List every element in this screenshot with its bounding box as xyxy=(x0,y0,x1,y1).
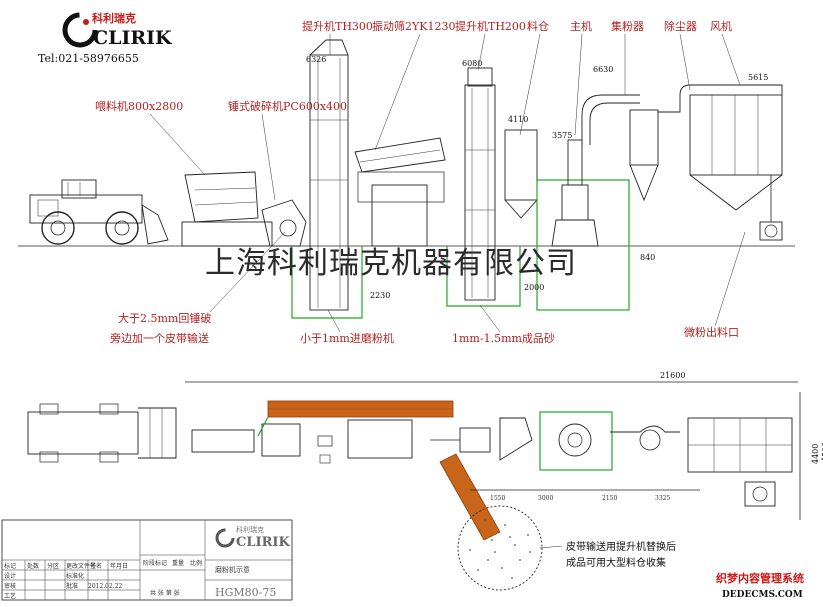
dim-4110: 4110 xyxy=(508,115,528,124)
return-arrow xyxy=(257,416,269,437)
site-watermark-en: DEDECMS.COM xyxy=(722,590,803,600)
tb-process: 工艺 xyxy=(4,592,16,600)
dim-3575: 3575 xyxy=(552,131,572,140)
leader-lines xyxy=(149,33,741,201)
dim-4400: 4400 xyxy=(811,444,820,464)
tb-design: 设计 xyxy=(4,572,16,580)
label-main-mill: 主机 xyxy=(570,19,592,33)
vibrating-feeder xyxy=(181,171,273,247)
label-fan: 风机 xyxy=(710,19,732,33)
tb-approve: 批准 xyxy=(66,582,78,590)
material-bin xyxy=(504,129,538,219)
bin-plan xyxy=(499,417,533,461)
mill-plan xyxy=(558,423,592,457)
dim-2000: 2000 xyxy=(524,283,544,292)
tb-sheet: 共 张 第 张 xyxy=(150,589,180,597)
tb-row-sign: 签名 xyxy=(90,562,102,570)
tb-row-count: 处数 xyxy=(27,562,39,570)
dim-6326: 6326 xyxy=(306,55,326,64)
dim-3325: 3325 xyxy=(655,495,670,502)
cyclone-collector xyxy=(581,94,681,202)
title-block xyxy=(1,519,293,601)
dim-6080: 6080 xyxy=(462,59,482,68)
note-return-line1: 大于2.5mm回锤破 xyxy=(118,311,211,325)
label-bin: 料仓 xyxy=(527,19,549,33)
dim-5615: 5615 xyxy=(748,73,768,82)
title-block-logo: 科利瑞克 CLIRIK xyxy=(215,525,290,550)
dim-1550: 1550 xyxy=(490,495,505,502)
elevator-plan xyxy=(459,427,491,453)
logo-cn-text: 科利瑞克 xyxy=(92,11,136,25)
phone-number: Tel:021-58976655 xyxy=(38,52,139,65)
fan-unit xyxy=(759,175,783,241)
belt-conveyor-return xyxy=(267,400,454,418)
bucket-elevator-1 xyxy=(309,39,349,311)
foundation-pits xyxy=(291,246,521,319)
note-product-sand: 1mm-1.5mm成品砂 xyxy=(452,332,555,345)
label-elevator-1: 提升机TH300 xyxy=(302,19,373,33)
label-hopper: 喂料机800x2800 xyxy=(95,99,183,113)
vibrating-screen xyxy=(354,137,446,247)
tb-model: HGM80-75 xyxy=(215,586,276,599)
wheel-loader xyxy=(29,179,169,245)
tb-standard: 标准化 xyxy=(66,572,84,580)
label-hammer-crusher: 锤式破碎机PC600x400 xyxy=(228,99,347,113)
note-return-line2: 旁边加一个皮带输送 xyxy=(110,331,209,345)
product-pile xyxy=(457,505,543,591)
dim-840: 840 xyxy=(640,253,655,262)
belt-conveyor-product xyxy=(439,453,501,541)
label-dust-remover: 除尘器 xyxy=(664,19,697,33)
wheel-loader-plan xyxy=(27,403,177,463)
tb-date: 2012.02.22 xyxy=(88,583,123,590)
mill-enclosure-plan xyxy=(539,411,613,471)
belt-note-line2: 成品可用大型料仓收集 xyxy=(566,556,666,569)
tb-drawing-name: 磨粉机示意 xyxy=(215,565,250,574)
dim-2150: 2150 xyxy=(602,495,617,502)
fan-plan xyxy=(744,481,776,507)
dim-6630: 6630 xyxy=(593,65,613,74)
clirik-logo: 科利瑞克 CLIRIK xyxy=(62,11,173,49)
dust-remover-plan xyxy=(687,417,793,473)
hammer-crusher xyxy=(261,199,307,247)
label-collector: 集粉器 xyxy=(611,19,644,33)
tb-row-zone: 分区 xyxy=(47,562,59,570)
tb-stage: 阶段标记 xyxy=(143,559,167,567)
screen-plan xyxy=(347,419,413,459)
bag-dust-remover xyxy=(679,84,783,211)
tb-brand-en: CLIRIK xyxy=(236,535,290,550)
dim-total-length: 21600 xyxy=(660,371,685,380)
feeder-plan xyxy=(191,429,255,453)
tb-row-change: 更改文件号 xyxy=(66,562,96,570)
label-vibrating-screen: 振动筛2YK1230 xyxy=(372,19,455,33)
dim-3000: 3000 xyxy=(538,495,553,502)
dim-2230: 2230 xyxy=(370,291,390,300)
bucket-elevator-2 xyxy=(464,67,496,301)
main-mill xyxy=(551,139,599,247)
tb-brand-cn: 科利瑞克 xyxy=(236,525,264,534)
tb-scale: 比例 xyxy=(190,559,202,567)
dim-4500: 4500 xyxy=(821,442,823,462)
site-watermark-cn: 织梦内容管理系统 xyxy=(716,571,804,585)
mill-enclosure xyxy=(536,179,630,311)
crusher-plan xyxy=(261,423,301,457)
belt-note-line1: 皮带输送用提升机替换后 xyxy=(566,540,676,553)
logo-en-text: CLIRIK xyxy=(93,27,173,49)
note-leaders xyxy=(209,231,746,333)
label-elevator-2: 提升机TH200 xyxy=(455,19,526,33)
tb-weight: 重量 xyxy=(172,559,184,567)
tb-row-date: 年月日 xyxy=(110,562,128,570)
tb-row-mark: 标记 xyxy=(4,562,16,570)
company-watermark: 上海科利瑞克机器有限公司 xyxy=(205,246,577,281)
tb-review: 审核 xyxy=(4,582,16,590)
note-to-mill: 小于1mm进磨粉机 xyxy=(300,331,394,345)
note-fine-powder: 微粉出料口 xyxy=(684,325,739,339)
